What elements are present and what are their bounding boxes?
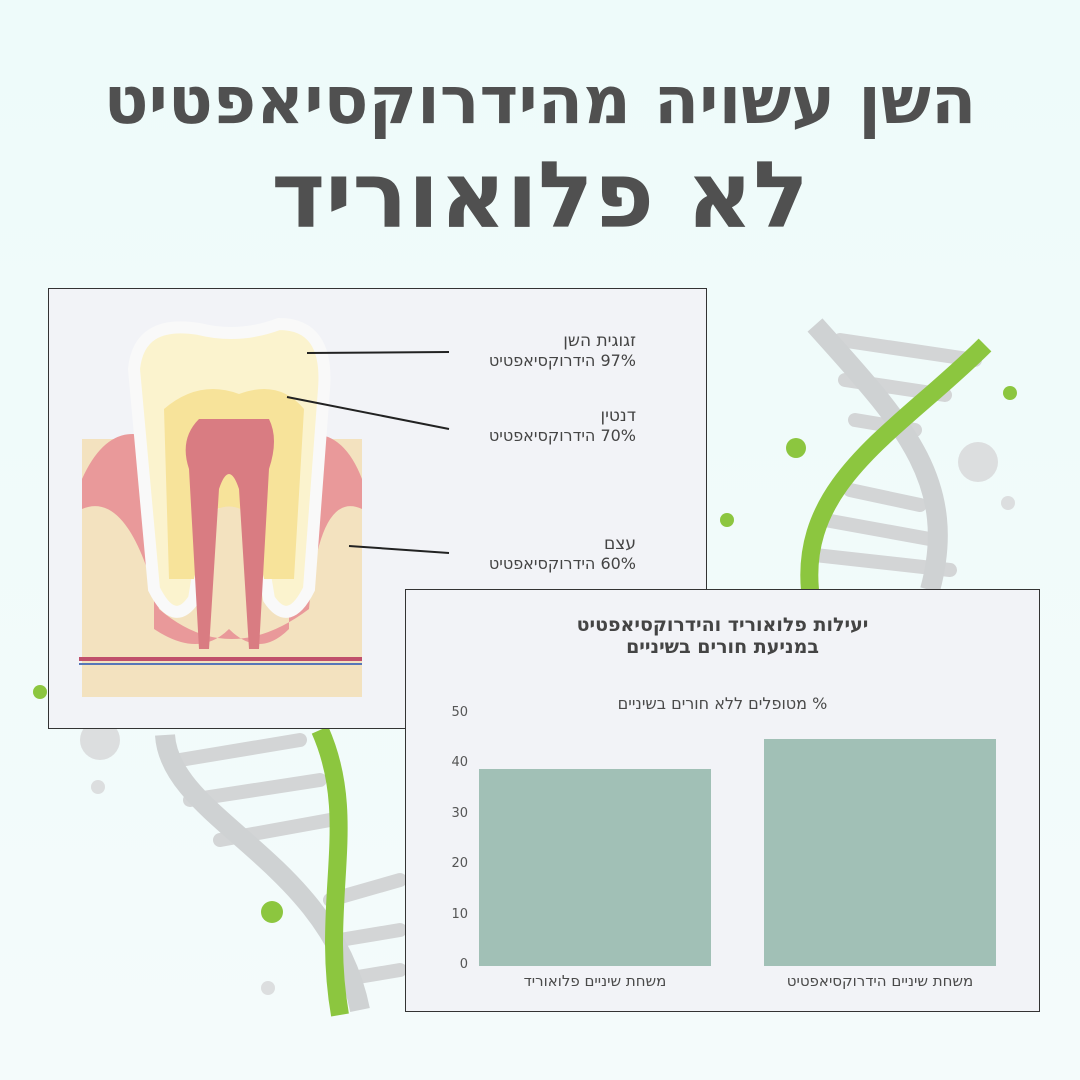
y-tick-label: 10: [451, 906, 468, 922]
y-tick-label: 20: [451, 856, 468, 872]
bar-2: [764, 739, 996, 966]
label-subtitle: 97% הידרוקסיאפטיט: [488, 351, 636, 370]
headline-line1: השן עשויה מהידרוקסיאפטיט: [103, 62, 977, 139]
label-title: עצם: [603, 534, 636, 554]
chart-title-line1: יעילות פלואוריד והידרוקסיאפטיט: [576, 614, 869, 636]
label-subtitle: 60% הידרוקסיאפטיט: [488, 554, 636, 573]
bar-1: [479, 769, 711, 966]
y-tick-label: 50: [451, 705, 468, 720]
chart-ylabel: % מטופלים ללא חורים בשיניים: [617, 694, 828, 713]
label-subtitle: 70% הידרוקסיאפטיט: [488, 426, 636, 445]
y-tick-label: 40: [451, 755, 468, 771]
label-title: זגוגית השן: [563, 331, 636, 351]
pointer-lines: [286, 351, 450, 554]
x-category-label: משחת שיניים הידרוקסיאפטיט: [786, 972, 974, 990]
chart-title-line2: במניעת חורים בשיניים: [626, 636, 819, 658]
label-title: דנטין: [600, 406, 636, 426]
y-tick-label: 30: [451, 805, 468, 821]
headline-line2: לא פלואוריד: [271, 142, 809, 249]
y-tick-label: 0: [459, 957, 468, 972]
x-category-label: משחת שיניים פלואוריד: [523, 972, 667, 990]
tooth-illustration: [79, 317, 362, 697]
